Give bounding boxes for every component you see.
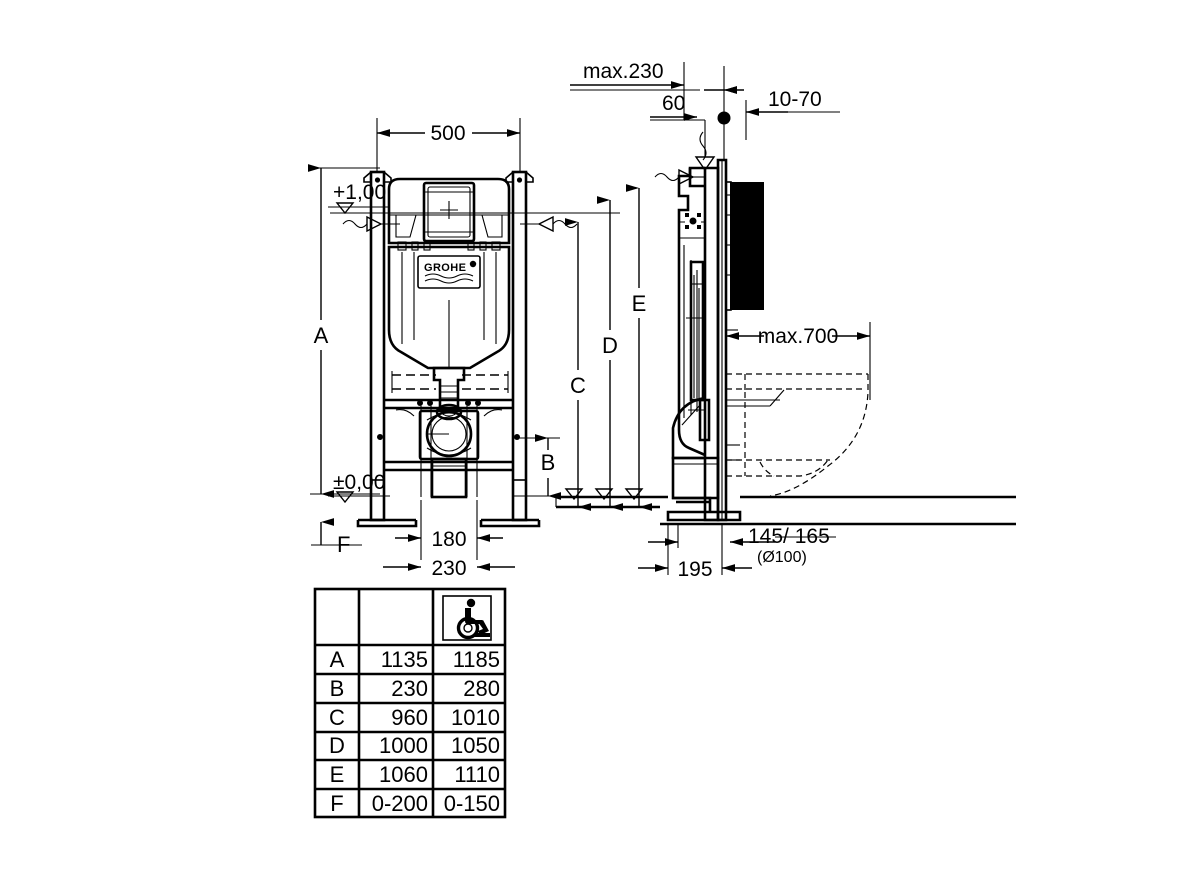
dimension-A: A xyxy=(308,164,380,498)
water-supply-side xyxy=(654,120,716,186)
table-row-label: C xyxy=(329,705,345,730)
dim-10-70: 10-70 xyxy=(768,88,822,111)
dim-60: 60 xyxy=(662,92,685,115)
label-B: B xyxy=(541,450,556,475)
insulation-block xyxy=(725,181,764,311)
table-cell-accessible: 1010 xyxy=(451,705,500,730)
dimension-60: 60 xyxy=(650,92,705,121)
dimension-10-70: 10-70 xyxy=(704,66,840,160)
level-mark-top-text: +1,00 xyxy=(333,181,386,204)
wheelchair-accessible-icon xyxy=(442,595,492,641)
dimension-B: B xyxy=(513,434,561,500)
dimension-max-700: max.700 xyxy=(726,322,871,400)
table-row-label: B xyxy=(330,676,345,701)
front-view-width-dimension: 500 xyxy=(376,118,521,172)
cistern-body: GROHE xyxy=(387,177,511,370)
frame-cross-bars xyxy=(377,371,520,472)
dimension-F: F xyxy=(311,518,362,557)
level-mark-floor: ±0,00 xyxy=(328,471,390,504)
floor-line-side xyxy=(555,488,1016,526)
table-cell-accessible: 0-150 xyxy=(444,791,500,816)
table-cell-accessible: 1185 xyxy=(453,647,500,672)
dimension-E: E xyxy=(626,184,652,511)
valve-icon xyxy=(685,213,701,229)
dim-230: 230 xyxy=(431,557,466,580)
dim-500: 500 xyxy=(430,122,465,145)
dimension-table: A 1135 1185 B 230 280 C 960 1010 D 1000 … xyxy=(313,587,507,819)
dimension-D: D xyxy=(597,196,623,511)
table-row-label: D xyxy=(329,733,345,758)
frame-right-rail xyxy=(479,170,541,528)
dimension-max-230: max.230 xyxy=(570,60,700,120)
table-cell-accessible: 1110 xyxy=(454,762,500,787)
dim-145-165: 145/ 165 xyxy=(748,525,830,548)
side-view-body xyxy=(666,158,764,522)
dim-180: 180 xyxy=(431,528,466,551)
table-cell-standard: 960 xyxy=(391,705,428,730)
table-cell-standard: 1000 xyxy=(379,733,428,758)
table-row-label: F xyxy=(330,791,343,816)
dimension-195: 195 xyxy=(638,524,752,581)
dimension-C: C xyxy=(565,218,591,511)
label-C: C xyxy=(570,373,586,398)
frame-left-rail xyxy=(356,170,418,528)
label-F: F xyxy=(337,532,350,557)
level-mark-floor-text: ±0,00 xyxy=(333,471,385,494)
dimension-145-165: 145/ 165 (Ø100) xyxy=(648,524,836,566)
table-cell-standard: 1060 xyxy=(379,762,428,787)
table-cell-accessible: 280 xyxy=(463,676,500,701)
dim-max-230: max.230 xyxy=(583,60,664,83)
level-mark-top: +1,00 xyxy=(328,181,390,215)
table-cell-accessible: 1050 xyxy=(451,733,500,758)
dimension-230: 230 xyxy=(383,557,515,580)
label-D: D xyxy=(602,333,618,358)
dimension-180: 180 xyxy=(395,500,503,560)
table-cell-standard: 0-200 xyxy=(372,791,428,816)
label-A: A xyxy=(314,323,329,348)
outlet-connector xyxy=(395,400,503,499)
table-cell-standard: 230 xyxy=(391,676,428,701)
brand-label: GROHE xyxy=(424,262,466,274)
outlet-elbow-side xyxy=(671,396,720,500)
label-E: E xyxy=(632,291,647,316)
dim-max-700: max.700 xyxy=(758,325,839,348)
table-row-label: A xyxy=(330,647,345,672)
table-row-label: E xyxy=(330,762,345,787)
dim-195: 195 xyxy=(677,558,712,581)
table-cell-standard: 1135 xyxy=(381,647,428,672)
wc-bowl-outline xyxy=(725,373,869,497)
dim-diameter-100: (Ø100) xyxy=(757,549,807,566)
